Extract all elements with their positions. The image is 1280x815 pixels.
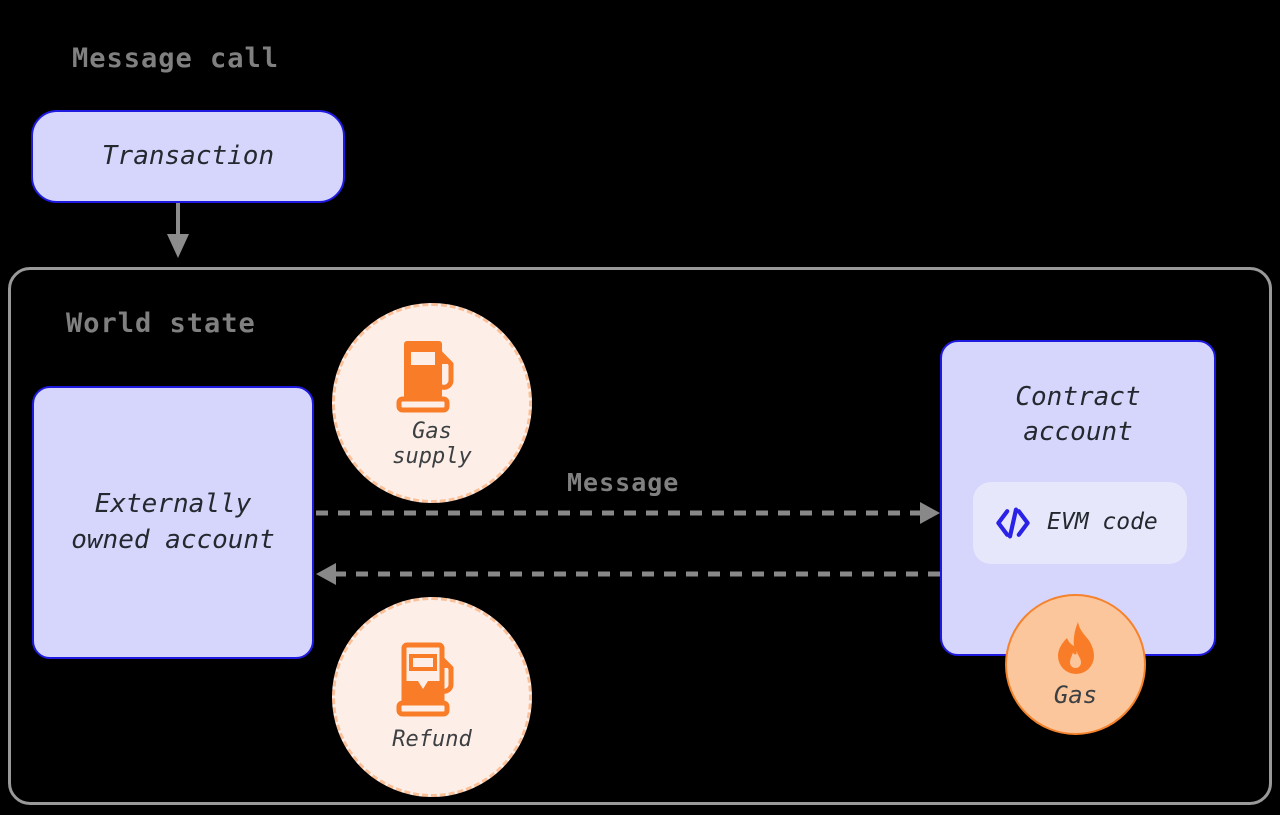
evm-code-chip[interactable]: EVM code: [973, 482, 1187, 564]
transaction-node[interactable]: Transaction: [31, 110, 345, 203]
gas-supply-badge[interactable]: Gas supply: [332, 303, 532, 503]
code-icon: [996, 507, 1030, 539]
refund-label: Refund: [392, 727, 472, 753]
eoa-label-line2: owned account: [71, 524, 275, 555]
world-state-container: [8, 267, 1272, 805]
eoa-label-line1: Externally: [94, 489, 252, 520]
gas-badge-label: Gas: [1053, 680, 1098, 709]
fuel-pump-partial-icon: [396, 642, 454, 717]
contract-label-line1: Contract: [1015, 382, 1141, 412]
transaction-label: Transaction: [101, 140, 275, 171]
contract-label-line2: account: [1023, 417, 1133, 448]
externally-owned-account-node[interactable]: Externally owned account: [32, 386, 314, 659]
gas-badge[interactable]: Gas: [1005, 594, 1146, 735]
arrow-transaction-to-world-state: [167, 203, 189, 258]
evm-code-label: EVM code: [1047, 509, 1158, 536]
refund-badge[interactable]: Refund: [332, 597, 532, 797]
flame-icon: [1057, 621, 1094, 674]
message-arrow-label: Message: [567, 468, 680, 497]
gas-supply-label: Gas supply: [392, 418, 472, 469]
world-state-title: World state: [66, 308, 256, 339]
fuel-pump-full-icon: [396, 340, 454, 413]
message-call-title: Message call: [72, 43, 280, 74]
